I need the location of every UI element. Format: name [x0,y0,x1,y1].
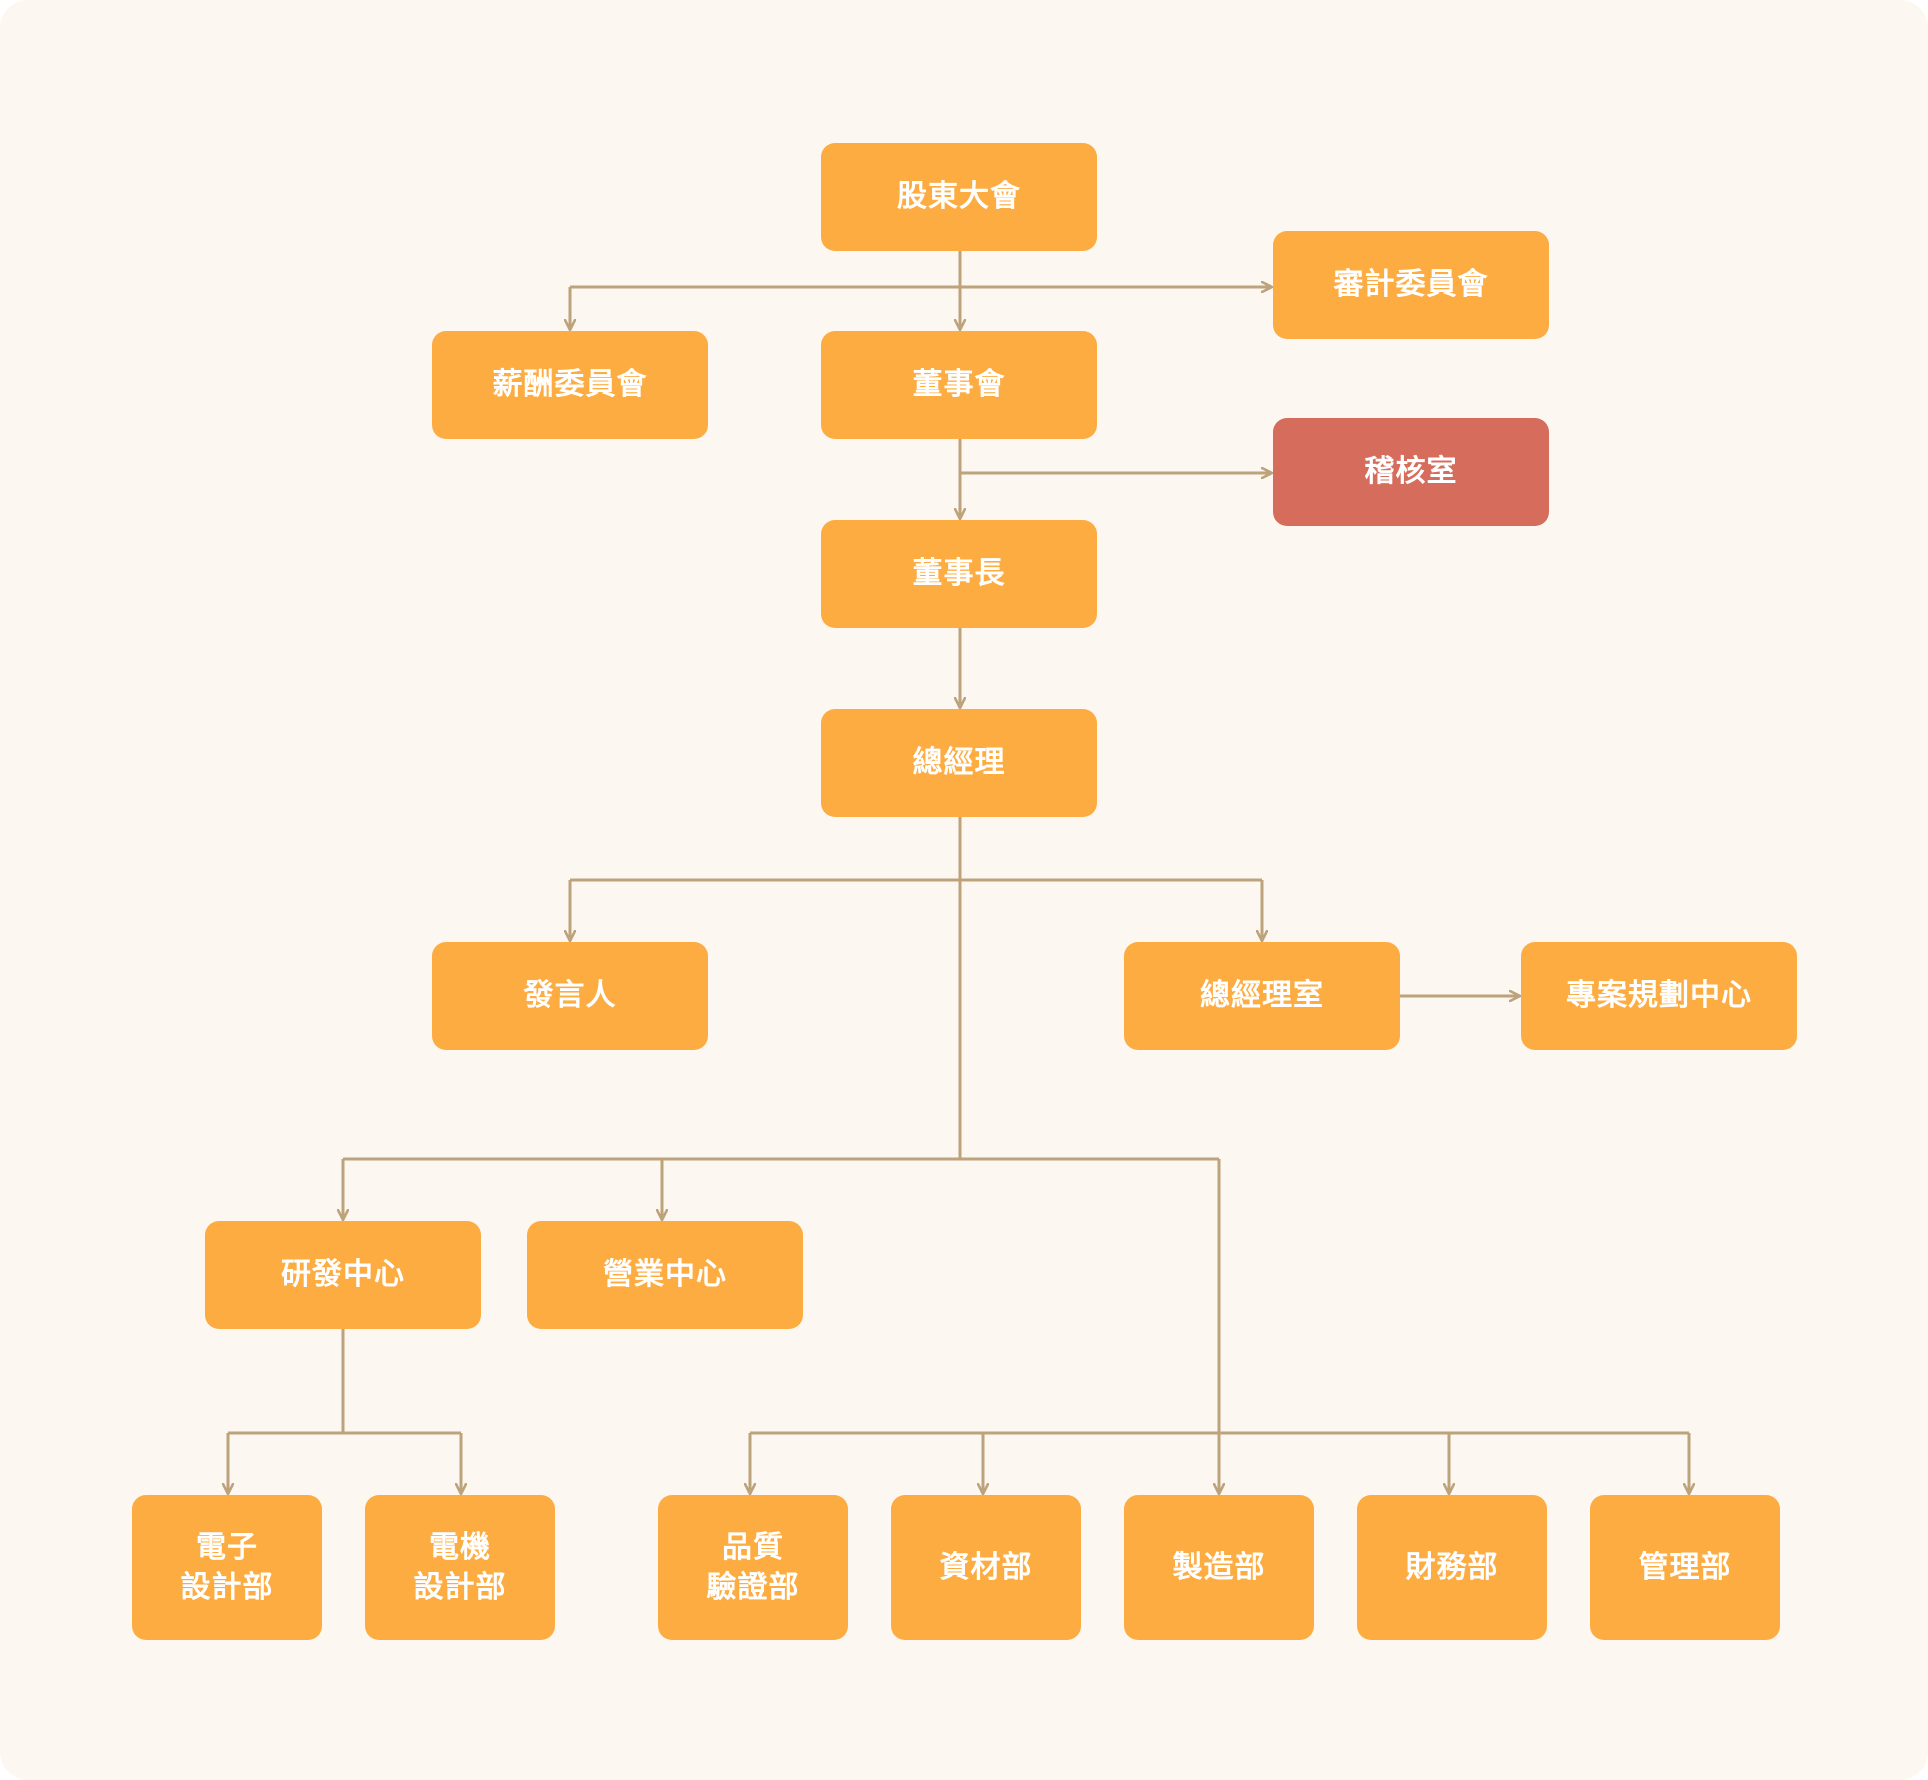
node-motor-design: 電機 設計部 [365,1495,555,1640]
node-audit-committee: 審計委員會 [1273,231,1549,339]
node-manufacturing: 製造部 [1124,1495,1314,1640]
node-electronic-design: 電子 設計部 [132,1495,322,1640]
node-internal-audit: 稽核室 [1273,418,1549,526]
node-board: 董事會 [821,331,1097,439]
node-quality-assurance: 品質 驗證部 [658,1495,848,1640]
node-shareholders: 股東大會 [821,143,1097,251]
node-sales-center: 營業中心 [527,1221,803,1329]
node-rd-center: 研發中心 [205,1221,481,1329]
node-compensation-committee: 薪酬委員會 [432,331,708,439]
node-gm-office: 總經理室 [1124,942,1400,1050]
node-spokesperson: 發言人 [432,942,708,1050]
node-chairman: 董事長 [821,520,1097,628]
node-materials: 資材部 [891,1495,1081,1640]
node-general-manager: 總經理 [821,709,1097,817]
node-administration: 管理部 [1590,1495,1780,1640]
node-project-planning: 專案規劃中心 [1521,942,1797,1050]
node-finance: 財務部 [1357,1495,1547,1640]
